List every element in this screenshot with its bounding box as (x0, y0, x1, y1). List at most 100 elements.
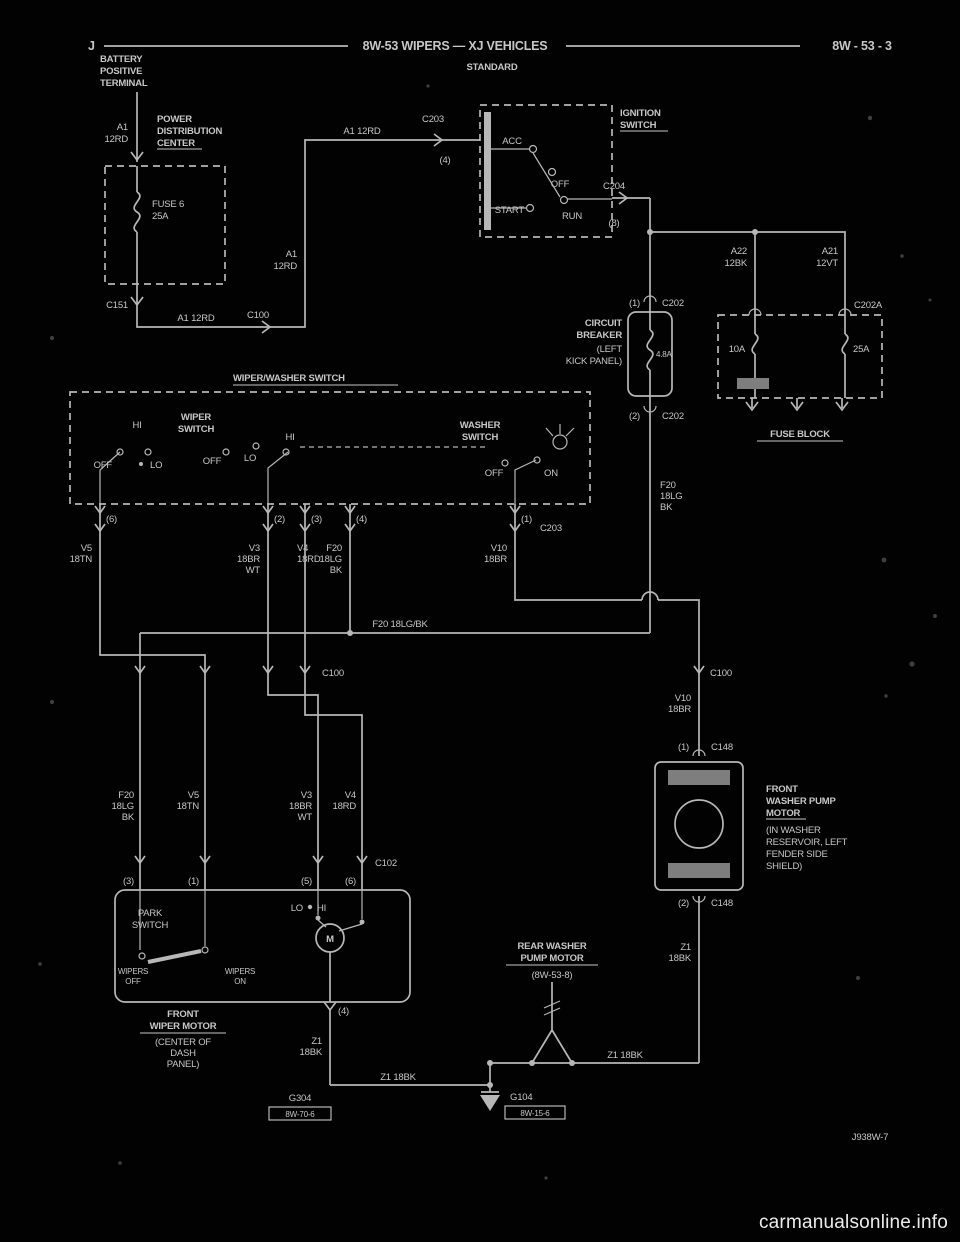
switch-position-hi: HI (132, 420, 141, 431)
connector-half-icon (748, 308, 762, 316)
pin-label: (1) (629, 298, 640, 309)
wire-label-z1: Z1 18BK (380, 1072, 416, 1083)
front-washer-pump-location: (IN WASHER (766, 825, 821, 836)
scan-noise (38, 84, 937, 1180)
front-wiper-motor-location: PANEL) (167, 1059, 199, 1070)
ignition-switch: ACC OFF START RUN IGNITION SWITCH C204 (… (479, 104, 668, 238)
wire-label-f20: 18LG (320, 554, 342, 565)
pin-label: (5) (301, 876, 312, 887)
pump-shading (668, 863, 730, 878)
washer-switch-label: SWITCH (462, 432, 499, 443)
pdc-label: DISTRIBUTION (157, 126, 222, 137)
park-switch-label: PARK (138, 908, 163, 919)
ground-label-g304: G304 (289, 1093, 311, 1104)
wire-label-f20: BK (122, 812, 135, 823)
pin-label: (8) (608, 218, 619, 229)
pin-arrow-icons (94, 505, 521, 515)
battery-label: BATTERY (100, 54, 143, 65)
wire-break-icon (543, 1000, 561, 1016)
switch-position-off: OFF (94, 460, 113, 471)
park-switch-arm (147, 949, 202, 964)
wire-label-f20: 18LG (112, 801, 134, 812)
front-washer-pump-label: WASHER PUMP (766, 796, 836, 807)
page-subtitle: STANDARD (467, 62, 518, 73)
pdc-label: CENTER (157, 138, 195, 149)
pin-label: (1) (521, 514, 532, 525)
pin-label: (3) (311, 514, 322, 525)
connector-arrow-icon (433, 133, 444, 147)
connector-arrow-icons (94, 523, 521, 533)
circuit-breaker-label: BREAKER (576, 330, 622, 341)
rear-washer-label: REAR WASHER (517, 941, 586, 952)
pin-label: (2) (274, 514, 285, 525)
connector-label-c100: C100 (322, 668, 344, 679)
wire-label-z1: 18BK (300, 1047, 323, 1058)
front-washer-pump-motor: (1) C148 FRONT WASHER PUMP MOTOR (IN WAS… (654, 742, 848, 1063)
wiper-switch-label: SWITCH (178, 424, 215, 435)
page-number: 8W - 53 - 3 (832, 39, 892, 53)
wire-label-f20: F20 (118, 790, 134, 801)
breaker-rating: 4.8A (656, 350, 673, 359)
wire-runs: F20 18LG/BK C100 C100 V10 18BR F20 18LG … (99, 504, 732, 890)
wiper-switch-label: WIPER (181, 412, 211, 423)
connector-half-icon (838, 308, 852, 316)
switch-position-off: OFF (485, 468, 504, 479)
crossover-hop (641, 591, 659, 601)
wire-label-v10: V10 (491, 543, 507, 554)
connector-label-c100: C100 (247, 310, 269, 321)
ignition-position-acc: ACC (502, 136, 522, 147)
wire-label-v5: 18TN (70, 554, 93, 565)
circuit-breaker-location: (LEFT (597, 344, 623, 355)
pump-shading (668, 770, 730, 785)
wire-label-f20: F20 18LG/BK (372, 619, 428, 630)
breaker-element (646, 329, 654, 371)
ground-ref-g304: 8W-70-6 (285, 1110, 315, 1119)
park-position-label: WIPERS (225, 967, 255, 976)
motor-hi-label: HI (317, 903, 326, 914)
wire-label-v3: 18BR (237, 554, 260, 565)
wire-label-v10: 18BR (668, 704, 691, 715)
pin-label: (6) (345, 876, 356, 887)
wire-label-v5: 18TN (177, 801, 200, 812)
switch-position-on: ON (544, 468, 558, 479)
fuse-rating-right: 25A (853, 344, 870, 355)
wire-label-a1: 12RD (105, 134, 129, 145)
circuit-breaker-location: KICK PANEL) (566, 356, 622, 367)
wire-label-a22: 12BK (725, 258, 748, 269)
connector-label-c202: C202 (662, 411, 684, 422)
wire-label-f20: BK (330, 565, 343, 576)
fuse-block: A22 12BK A21 12VT C202A 10A 25A FUSE BLO… (647, 198, 883, 442)
park-position-label: ON (234, 977, 246, 986)
park-switch-label: SWITCH (132, 920, 169, 931)
connector-arrow-icons (134, 665, 311, 675)
wire-label-v3: 18BR (289, 801, 312, 812)
connector-label-c204: C204 (603, 181, 625, 192)
wire-label-a1: A1 12RD (177, 313, 214, 324)
wire-label-z1: 18BK (669, 953, 692, 964)
park-position-label: WIPERS (118, 967, 148, 976)
wire-label-a1: A1 (117, 122, 128, 133)
connector-arrow-icon (618, 191, 629, 205)
grounds: Z1 18BK Z1 18BK G304 8W-70-6 G104 8W-15-… (268, 1050, 699, 1121)
battery-label: TERMINAL (100, 78, 148, 89)
battery-feed: BATTERY POSITIVE TERMINAL A1 12RD (100, 54, 148, 162)
wire-label-a1: 12RD (274, 261, 298, 272)
connector-arrow-icon (693, 665, 705, 675)
front-wiper-motor-label: FRONT (167, 1009, 199, 1020)
front-washer-pump-location: SHIELD) (766, 861, 802, 872)
wire-label-a1: A1 12RD (343, 126, 380, 137)
pin-label: (6) (106, 514, 117, 525)
front-washer-pump-location: RESERVOIR, LEFT (766, 837, 848, 848)
ignition-position-start: START (495, 205, 525, 216)
fuse-name: FUSE 6 (152, 199, 184, 210)
washer-spray-icon (545, 424, 575, 437)
connector-label-c203: C203 (422, 114, 444, 125)
ground-label-g104: G104 (510, 1092, 532, 1103)
park-position-label: OFF (125, 977, 141, 986)
battery-label: POSITIVE (100, 66, 142, 77)
fuse-rating: 25A (152, 211, 169, 222)
switch-position-off: OFF (203, 456, 222, 467)
wire-label-a22: A22 (731, 246, 747, 257)
wire-label-v3: V3 (301, 790, 312, 801)
connector-arrow-icon (130, 296, 144, 307)
